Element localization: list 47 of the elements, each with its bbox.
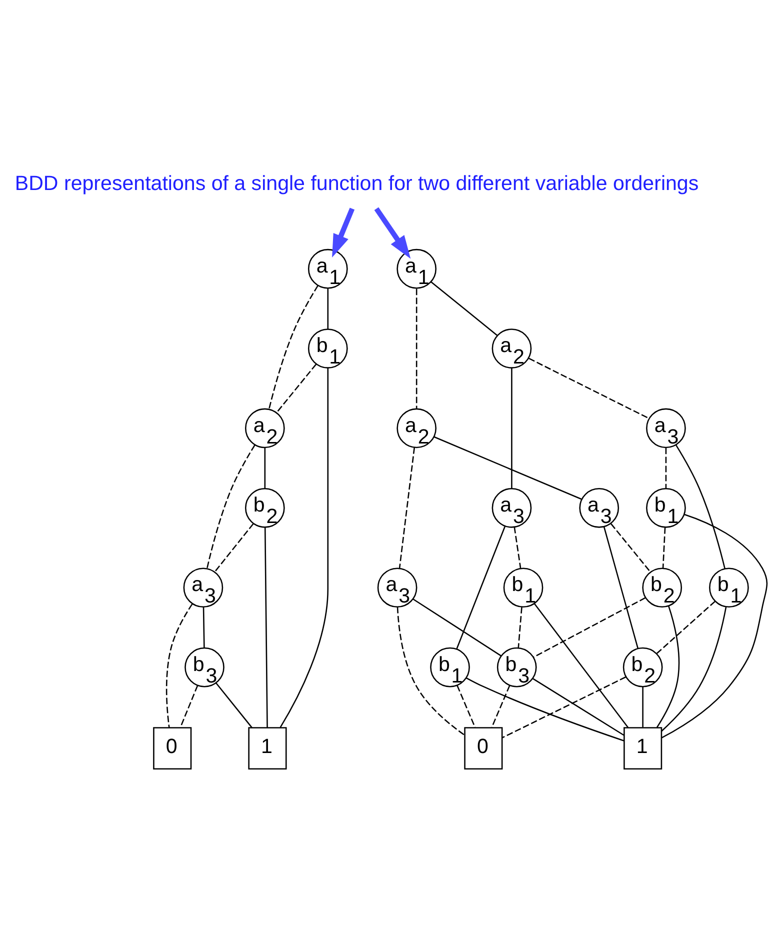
node-box: 0 xyxy=(464,726,503,769)
connector xyxy=(514,526,522,568)
connector xyxy=(491,684,510,728)
connector xyxy=(264,447,266,488)
connector xyxy=(661,606,727,732)
connector xyxy=(412,598,502,656)
node-box: 0 xyxy=(153,726,192,769)
connector xyxy=(518,606,522,648)
connector xyxy=(166,603,193,728)
connector xyxy=(202,606,205,648)
connector xyxy=(662,526,666,568)
connector xyxy=(502,676,626,738)
connector xyxy=(603,526,639,648)
node-box: 1 xyxy=(624,726,662,769)
connector xyxy=(214,522,254,572)
connector xyxy=(534,602,629,728)
connector xyxy=(268,284,318,409)
connector xyxy=(528,357,650,419)
node-box: 1 xyxy=(248,726,287,769)
connector xyxy=(661,513,768,738)
connector xyxy=(216,682,252,728)
connector xyxy=(206,444,256,568)
connector xyxy=(264,526,268,728)
connector xyxy=(456,684,476,728)
arrow xyxy=(332,207,355,258)
connector xyxy=(665,447,667,488)
connector xyxy=(434,436,582,500)
connector xyxy=(327,288,329,329)
connector xyxy=(466,676,624,741)
connector xyxy=(656,600,716,654)
connector xyxy=(416,288,418,408)
connector xyxy=(456,526,506,649)
connector xyxy=(396,606,465,736)
connector xyxy=(511,368,512,488)
connector xyxy=(656,605,680,728)
node-text: BDD representations of a single function for two different variable orderings xyxy=(14,172,699,195)
connector xyxy=(642,686,644,727)
connector xyxy=(276,363,317,412)
connector xyxy=(280,368,329,728)
connector xyxy=(430,280,498,336)
connector xyxy=(180,684,198,727)
connector xyxy=(533,596,646,658)
connector xyxy=(398,446,416,568)
connector xyxy=(675,444,726,568)
connector xyxy=(610,522,651,572)
arrow xyxy=(374,206,411,258)
connector xyxy=(532,677,624,736)
